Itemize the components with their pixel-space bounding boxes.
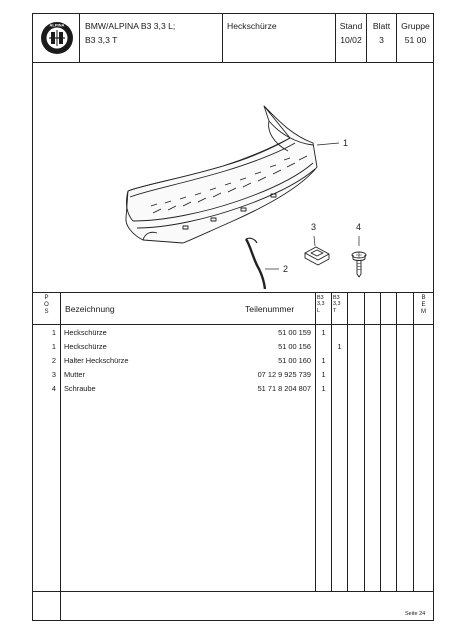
blatt-value: 3 (379, 35, 384, 45)
col-line (380, 292, 381, 591)
model-line-2: B3 3,3 T (85, 35, 118, 45)
col-b3l-line: B3 (317, 295, 324, 301)
parts-sheet: ALPINA BMW/ALPINA B3 3,3 L; B3 3,3 T Hec… (32, 13, 434, 621)
callout-1: 1 (343, 138, 348, 148)
row-b3l: 1 (321, 384, 326, 393)
row-pos: 1 (51, 328, 56, 337)
callout-3: 3 (311, 222, 316, 232)
row-name: Mutter (64, 370, 85, 379)
col-line (396, 292, 397, 591)
gruppe-value: 51 00 (404, 35, 427, 45)
col-b3t-header: B3 3,3 T (333, 295, 341, 314)
stand-label: Stand (339, 21, 363, 31)
table-row: 1 Heckschürze 51 00 159 1 (33, 328, 433, 342)
header-divider (33, 62, 433, 63)
row-part: 51 00 159 (278, 328, 311, 337)
row-name: Schraube (64, 384, 96, 393)
row-pos: 3 (51, 370, 56, 379)
table-header-line (33, 324, 433, 325)
row-name: Heckschürze (64, 328, 107, 337)
row-b3t: 1 (337, 342, 342, 351)
col-b3t-line: T (333, 307, 337, 314)
row-part: 07 12 9 925 739 (257, 370, 311, 379)
table-row: 2 Halter Heckschürze 51 00 160 1 (33, 356, 433, 370)
col-b3t-line: B3 (333, 295, 340, 301)
col-line (364, 292, 365, 591)
col-b3t-line: 3,3 (333, 301, 341, 308)
header-col-line (396, 14, 397, 62)
callout-2: 2 (283, 264, 288, 274)
page-number: Seite 24 (405, 611, 426, 617)
stand-value: 10/02 (340, 35, 362, 45)
table-bottom-line (33, 591, 433, 592)
pos-header-char: O (44, 302, 49, 308)
bem-header: B E M (414, 295, 433, 316)
callout-4: 4 (356, 222, 361, 232)
header-col-line (222, 14, 223, 62)
row-pos: 4 (51, 384, 56, 393)
bem-header-char: B (421, 295, 426, 301)
alpina-badge-icon: ALPINA (41, 22, 73, 54)
col-line (315, 292, 316, 591)
page-title: Heckschürze (227, 21, 277, 31)
col-line (331, 292, 332, 591)
bezeichnung-header: Bezeichnung (65, 304, 115, 314)
teilenummer-header: Teilenummer (245, 304, 295, 314)
header-col-line (366, 14, 367, 62)
model-line-1: BMW/ALPINA B3 3,3 L; (85, 21, 176, 31)
col-line (347, 292, 348, 591)
table-row: 3 Mutter 07 12 9 925 739 1 (33, 370, 433, 384)
row-b3l: 1 (321, 370, 326, 379)
row-pos: 2 (51, 356, 56, 365)
row-name: Halter Heckschürze (64, 356, 129, 365)
table-row: 1 Heckschürze 51 00 156 1 (33, 342, 433, 356)
table-row: 4 Schraube 51 71 8 204 807 1 (33, 384, 433, 398)
bem-header-char: E (421, 302, 426, 308)
row-b3l: 1 (321, 356, 326, 365)
row-part: 51 00 156 (278, 342, 311, 351)
logo-text: ALPINA (50, 23, 65, 28)
row-pos: 1 (51, 342, 56, 351)
pos-header-char: S (44, 309, 49, 315)
header-col-line (335, 14, 336, 62)
header-col-line (79, 14, 80, 62)
bem-header-char: M (421, 309, 426, 315)
col-b3l-line: 3,3 (317, 301, 325, 308)
table-top-line (33, 292, 433, 293)
col-b3l-header: B3 3,3 L (317, 295, 325, 314)
alpina-logo: ALPINA (40, 20, 74, 56)
row-name: Heckschürze (64, 342, 107, 351)
row-b3l: 1 (321, 328, 326, 337)
row-part: 51 71 8 204 807 (257, 384, 311, 393)
pos-header: P O S (33, 295, 60, 316)
blatt-label: Blatt (372, 21, 391, 31)
pos-header-char: P (44, 295, 49, 301)
parts-diagram: 1 2 3 4 (33, 63, 433, 292)
row-part: 51 00 160 (278, 356, 311, 365)
gruppe-label: Gruppe (401, 21, 430, 31)
col-line (60, 292, 61, 621)
bumper-exploded-drawing: 1 2 3 4 (125, 105, 367, 290)
col-b3l-line: L (317, 307, 320, 314)
col-line (413, 292, 414, 591)
